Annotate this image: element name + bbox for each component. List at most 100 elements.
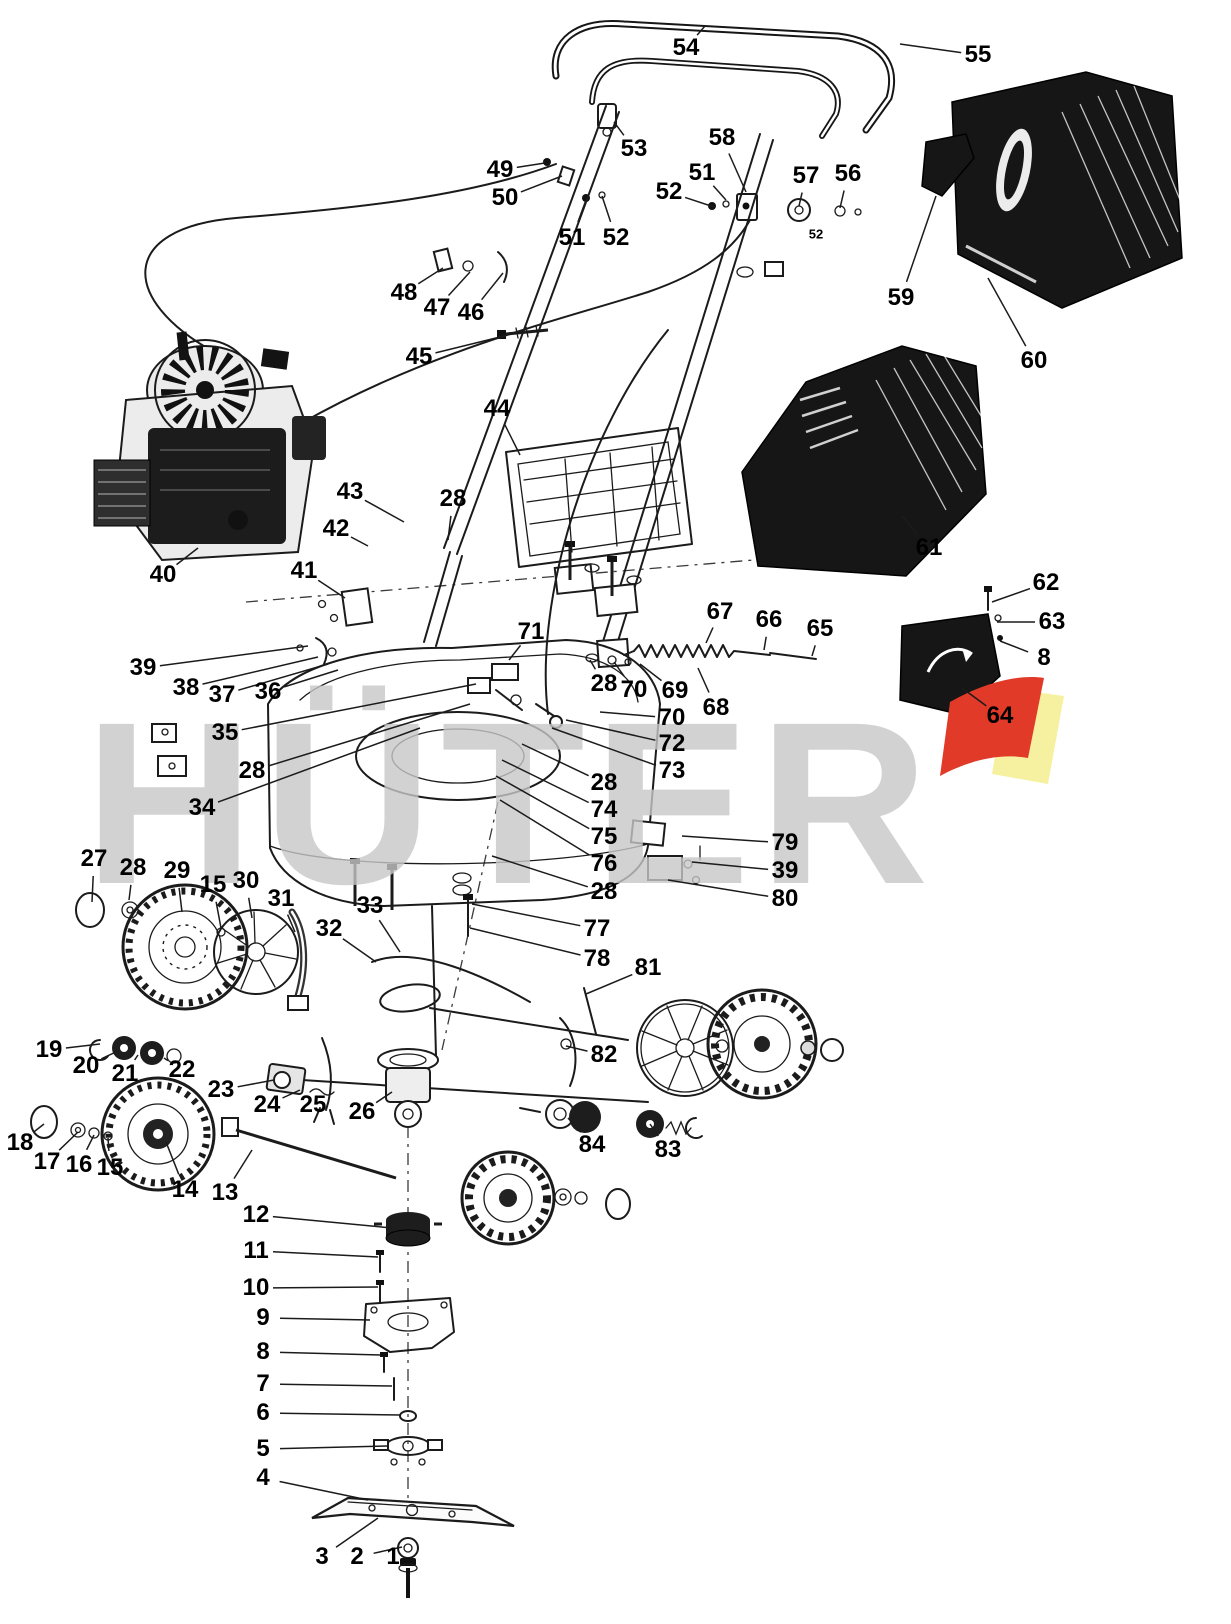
part-label-39: 39 xyxy=(771,857,799,884)
part-label-57: 57 xyxy=(792,162,820,189)
part-label-56: 56 xyxy=(834,160,862,187)
part-label-54: 54 xyxy=(672,34,700,61)
part-label-42: 42 xyxy=(322,515,350,542)
part-label-28: 28 xyxy=(119,854,147,881)
part-label-28: 28 xyxy=(439,485,467,512)
part-label-31: 31 xyxy=(267,885,295,912)
part-label-8: 8 xyxy=(1037,644,1051,671)
part-label-30: 30 xyxy=(232,867,260,894)
axles-and-gear xyxy=(30,905,703,1180)
part-label-63: 63 xyxy=(1038,608,1066,635)
part-label-68: 68 xyxy=(702,694,730,721)
part-label-24: 24 xyxy=(253,1091,281,1118)
part-label-52: 52 xyxy=(602,224,630,251)
part-label-81: 81 xyxy=(634,954,662,981)
part-label-5: 5 xyxy=(256,1435,270,1462)
part-label-19: 19 xyxy=(35,1036,63,1063)
part-label-83: 83 xyxy=(654,1136,682,1163)
part-label-34: 34 xyxy=(188,794,216,821)
part-label-47: 47 xyxy=(423,294,451,321)
part-label-60: 60 xyxy=(1020,347,1048,374)
part-label-64: 64 xyxy=(986,702,1014,729)
part-label-16: 16 xyxy=(65,1151,93,1178)
part-label-52: 52 xyxy=(808,226,824,242)
part-label-6: 6 xyxy=(256,1399,270,1426)
part-label-37: 37 xyxy=(208,681,236,708)
part-label-25: 25 xyxy=(299,1091,327,1118)
part-label-76: 76 xyxy=(590,850,618,877)
part-label-79: 79 xyxy=(771,829,799,856)
part-label-3: 3 xyxy=(315,1543,329,1570)
part-label-14: 14 xyxy=(171,1176,199,1203)
part-label-61: 61 xyxy=(915,534,943,561)
part-label-43: 43 xyxy=(336,478,364,505)
part-label-2: 2 xyxy=(350,1543,364,1570)
part-label-28: 28 xyxy=(590,670,618,697)
blade-assembly xyxy=(311,1212,515,1598)
part-label-15: 15 xyxy=(199,871,227,898)
part-label-23: 23 xyxy=(207,1076,235,1103)
part-label-45: 45 xyxy=(405,343,433,370)
part-label-26: 26 xyxy=(348,1098,376,1125)
part-label-15: 15 xyxy=(96,1154,124,1181)
part-label-72: 72 xyxy=(658,730,686,757)
part-label-32: 32 xyxy=(315,915,343,942)
part-label-17: 17 xyxy=(33,1148,61,1175)
part-label-51: 51 xyxy=(688,159,716,186)
part-label-71: 71 xyxy=(517,618,545,645)
part-label-9: 9 xyxy=(256,1304,270,1331)
part-label-74: 74 xyxy=(590,796,618,823)
part-label-38: 38 xyxy=(172,674,200,701)
control-cables xyxy=(144,163,751,715)
part-label-58: 58 xyxy=(708,124,736,151)
part-label-35: 35 xyxy=(211,719,239,746)
part-label-78: 78 xyxy=(583,945,611,972)
part-label-20: 20 xyxy=(72,1052,100,1079)
part-label-70: 70 xyxy=(658,704,686,731)
part-label-77: 77 xyxy=(583,915,611,942)
part-label-55: 55 xyxy=(964,41,992,68)
part-label-4: 4 xyxy=(256,1464,270,1491)
part-label-52: 52 xyxy=(655,178,683,205)
part-label-28: 28 xyxy=(590,878,618,905)
part-label-73: 73 xyxy=(658,757,686,784)
part-label-66: 66 xyxy=(755,606,783,633)
part-label-18: 18 xyxy=(6,1129,34,1156)
part-label-62: 62 xyxy=(1032,569,1060,596)
part-label-65: 65 xyxy=(806,615,834,642)
part-label-50: 50 xyxy=(491,184,519,211)
part-label-27: 27 xyxy=(80,845,108,872)
part-label-82: 82 xyxy=(590,1041,618,1068)
part-label-41: 41 xyxy=(290,557,318,584)
part-label-28: 28 xyxy=(590,769,618,796)
grass-catcher-top xyxy=(921,71,1185,309)
part-label-67: 67 xyxy=(706,598,734,625)
part-label-11: 11 xyxy=(243,1237,269,1264)
grass-catcher-body xyxy=(741,345,987,577)
part-label-13: 13 xyxy=(211,1179,239,1206)
part-label-21: 21 xyxy=(111,1060,139,1087)
part-label-12: 12 xyxy=(242,1201,270,1228)
part-label-39: 39 xyxy=(129,654,157,681)
engine xyxy=(93,331,326,562)
part-label-46: 46 xyxy=(457,299,485,326)
part-label-29: 29 xyxy=(163,857,191,884)
part-label-7: 7 xyxy=(256,1370,270,1397)
part-label-53: 53 xyxy=(620,135,648,162)
part-label-80: 80 xyxy=(771,885,799,912)
part-label-84: 84 xyxy=(578,1131,606,1158)
part-label-75: 75 xyxy=(590,823,618,850)
part-label-22: 22 xyxy=(168,1056,196,1083)
part-label-70: 70 xyxy=(620,676,648,703)
part-label-33: 33 xyxy=(356,892,384,919)
part-label-51: 51 xyxy=(558,224,586,251)
part-label-10: 10 xyxy=(242,1274,270,1301)
part-label-59: 59 xyxy=(887,284,915,311)
part-label-8: 8 xyxy=(256,1338,270,1365)
part-label-1: 1 xyxy=(386,1543,400,1570)
wheels xyxy=(75,883,844,1246)
part-label-28: 28 xyxy=(238,757,266,784)
